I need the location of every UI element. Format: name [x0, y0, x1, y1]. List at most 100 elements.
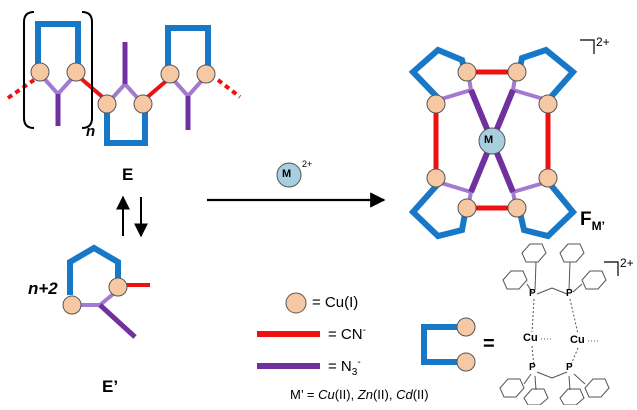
- chain-end-left: [6, 78, 36, 100]
- polymer-n-label: n: [86, 123, 96, 140]
- blue-loop-1: [35, 21, 81, 66]
- bond: [534, 261, 537, 291]
- bond: [534, 375, 537, 391]
- bond: [523, 373, 532, 385]
- product-loop-tr: [516, 46, 578, 100]
- cu-atom: [62, 295, 82, 315]
- complex-p-bl: P: [529, 362, 536, 373]
- cu-atom: [160, 64, 180, 84]
- monomer-azide-stem: [98, 303, 137, 339]
- cu-atom: [538, 94, 558, 114]
- mprime-cd-ox: (II): [412, 387, 429, 402]
- product-charge-label: 2+: [596, 35, 610, 49]
- polymer-chain: [6, 11, 242, 146]
- legend-cu-text: = Cu(I): [312, 294, 359, 311]
- product-charge-bracket: [580, 39, 595, 54]
- phenyl-ring: [523, 388, 549, 406]
- cu-atom: [456, 352, 476, 372]
- polymer-label: E: [122, 165, 134, 184]
- phenyl-ring: [559, 388, 585, 406]
- cu-atom: [66, 62, 86, 82]
- legend-cn-main: = CN: [328, 326, 363, 343]
- product-loop-tl: [408, 46, 468, 101]
- phenyl-ring: [499, 378, 525, 398]
- mprime-prefix: M’ =: [290, 387, 319, 402]
- complex-cu-right: Cu: [570, 334, 585, 346]
- monomer-blue-loop: [67, 244, 121, 295]
- legend-cn-text: = CN-: [328, 325, 366, 343]
- phenyl-ring: [521, 243, 547, 263]
- legend-cu-swatch: [285, 292, 307, 314]
- chain-end-right: [216, 78, 242, 99]
- complex-p-tr: P: [566, 288, 573, 299]
- dimer-blue-bracket: [421, 324, 463, 365]
- bond: [551, 287, 568, 295]
- legend-n3-text: = N3-: [328, 358, 361, 378]
- bond: [531, 298, 535, 333]
- bracket-left: [23, 11, 35, 129]
- cu-atom: [108, 277, 128, 297]
- cu-atom: [538, 168, 558, 188]
- legend-n3-sub: 3: [351, 367, 358, 378]
- mprime-cd: Cd: [396, 387, 413, 402]
- complex-p-tl: P: [529, 288, 536, 299]
- bond: [572, 283, 583, 293]
- metal-charge-label: 2+: [302, 159, 313, 169]
- cu-atom: [507, 62, 527, 82]
- bond: [568, 375, 571, 391]
- product-cluster: [408, 39, 595, 240]
- mprime-cu-ox: (II),: [334, 387, 358, 402]
- bond: [569, 347, 579, 368]
- cu-atom: [426, 168, 446, 188]
- bracket-right: [81, 11, 93, 129]
- blue-loop-3: [165, 25, 211, 68]
- mprime-zn-ox: (II),: [372, 387, 397, 402]
- cu-atom: [457, 62, 477, 82]
- complex-cu-left: Cu: [523, 332, 538, 344]
- bond: [526, 283, 533, 293]
- legend-cn-sup: -: [362, 325, 366, 336]
- product-loop-bl: [408, 182, 469, 240]
- monomer-unit: [62, 244, 150, 339]
- bond: [551, 371, 568, 379]
- product-label-main: F: [580, 209, 592, 230]
- cu-atom: [507, 198, 527, 218]
- monomer-count-label: n+2: [28, 279, 58, 298]
- legend-n3-main: = N: [328, 358, 352, 375]
- product-label: FM’: [580, 210, 605, 232]
- metal-ion-label: M: [282, 169, 291, 180]
- product-loop-br: [516, 182, 578, 240]
- legend-mprime-text: M’ = Cu(II), Zn(II), Cd(II): [290, 388, 429, 401]
- legend-n3-sup: -: [357, 357, 361, 368]
- complex-charge-bracket: [604, 261, 619, 276]
- product-label-sub: M’: [591, 218, 605, 233]
- legend-graphics: [257, 292, 476, 372]
- bond: [573, 373, 586, 385]
- blue-loop-2: [104, 104, 148, 146]
- phenyl-ring: [559, 243, 585, 263]
- mprime-cu: Cu: [318, 387, 335, 402]
- cu-atom: [456, 317, 476, 337]
- metal-ion-reagent: [276, 162, 302, 188]
- cu-atom: [133, 94, 153, 114]
- phenyl-ring: [584, 378, 610, 398]
- metal-symbol: M: [282, 168, 292, 180]
- bond: [568, 261, 571, 291]
- cu-atom: [196, 64, 216, 84]
- mprime-zn: Zn: [357, 387, 373, 402]
- central-metal-label: M: [484, 134, 494, 146]
- complex-p-br: P: [566, 362, 573, 373]
- bond: [569, 298, 579, 335]
- cu-atom: [426, 94, 446, 114]
- cu-atom: [457, 198, 477, 218]
- bond: [536, 371, 553, 379]
- bond: [531, 345, 535, 368]
- dimer-equals: =: [483, 333, 495, 355]
- bond: [536, 287, 553, 295]
- complex-charge-label: 2+: [620, 256, 634, 270]
- cu-atom: [97, 94, 117, 114]
- dppm-complex: [499, 243, 619, 406]
- monomer-label: E’: [102, 377, 119, 396]
- phenyl-ring: [502, 270, 528, 290]
